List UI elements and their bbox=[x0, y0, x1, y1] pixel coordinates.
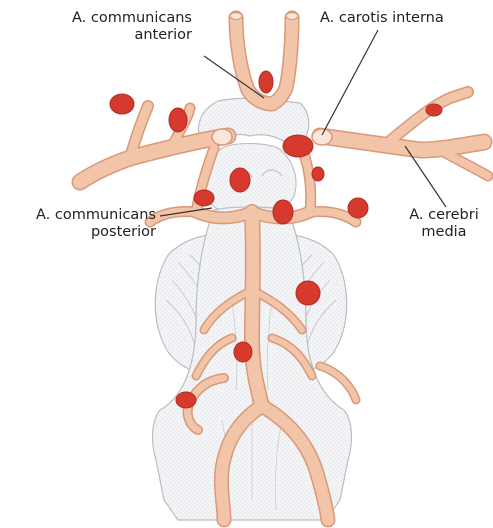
aneurysm-left-pca bbox=[194, 190, 214, 206]
aneurysm-right-mca bbox=[426, 104, 442, 116]
aneurysm-basilar-mid bbox=[296, 281, 320, 305]
label-cerebri-media: A. cerebri media bbox=[398, 207, 490, 241]
label-communicans-posterior: A. communicans posterior bbox=[6, 207, 156, 241]
carotid-cut-right bbox=[312, 129, 332, 145]
aneurysm-left-mca-bifurcation bbox=[169, 108, 187, 132]
carotid-cut-left bbox=[212, 129, 232, 145]
aneurysm-left-pcom bbox=[230, 168, 250, 192]
label-communicans-anterior: A. communicans anterior bbox=[52, 10, 192, 44]
aneurysm-right-pca bbox=[348, 198, 368, 218]
aneurysm-right-ica-small bbox=[312, 167, 324, 181]
leader-carotis-interna bbox=[322, 30, 378, 135]
label-carotis-interna: A. carotis interna bbox=[320, 10, 444, 27]
aneurysm-acom bbox=[259, 71, 273, 93]
aneurysm-basilar-tip bbox=[273, 200, 293, 224]
aneurysm-right-ica bbox=[283, 135, 313, 157]
aneurysm-pica bbox=[176, 392, 196, 408]
aneurysm-left-mca-upper bbox=[110, 94, 134, 114]
aneurysm-aica bbox=[234, 342, 252, 362]
